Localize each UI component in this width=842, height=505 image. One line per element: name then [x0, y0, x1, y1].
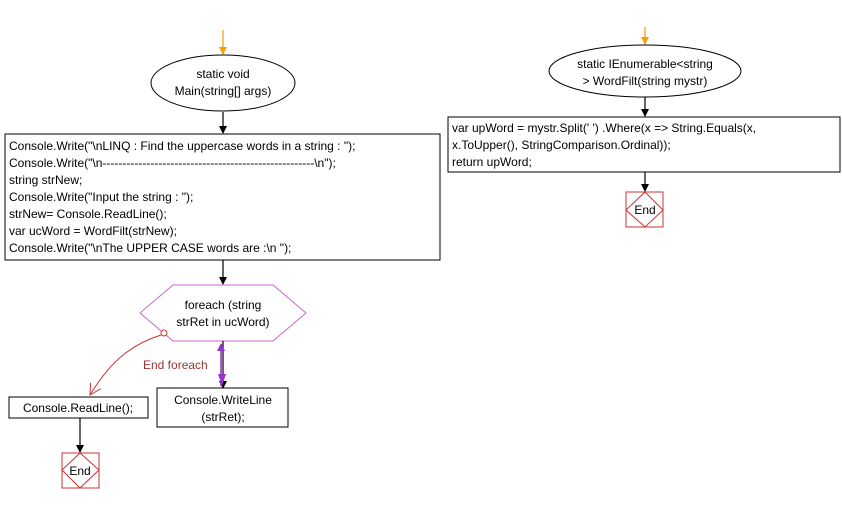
wordfilt-end-box [625, 191, 664, 228]
main-entry-label-line-1: static void [196, 67, 249, 81]
wordfilt-code-box [447, 116, 841, 173]
loop-body-line-2: (strRet); [201, 410, 244, 424]
end-foreach-arrow [90, 334, 162, 395]
main-code-box [4, 133, 441, 261]
main-code-line: var ucWord = WordFilt(strNew); [9, 224, 177, 238]
main-code-line: Console.Write("\nLINQ : Find the upperca… [9, 139, 355, 153]
readline-label: Console.ReadLine(); [23, 401, 133, 415]
main-entry-label-line-2: Main(string[] args) [175, 84, 272, 98]
foreach-label-line-2: strRet in ucWord) [176, 315, 269, 329]
wordfilt-code-line: var upWord = mystr.Split(' ') .Where(x =… [452, 121, 756, 135]
loop-body-box [156, 387, 289, 428]
main-entry-ellipse [150, 54, 296, 112]
main-code-line: Console.Write("\nThe UPPER CASE words ar… [9, 241, 291, 255]
main-code-line: Console.Write("Input the string : "); [9, 190, 193, 204]
wordfilt-code-line: x.ToUpper(), StringComparison.Ordinal)); [452, 138, 671, 152]
main-end-box [61, 452, 100, 489]
wordfilt-entry-ellipse [548, 44, 742, 98]
main-code-line: string strNew; [9, 173, 82, 187]
main-code-line: Console.Write("\n-----------------------… [9, 156, 336, 170]
foreach-hexagon [139, 284, 307, 342]
end-foreach-label: End foreach [143, 358, 208, 372]
wordfilt-end-label: End [634, 203, 655, 217]
readline-box [8, 396, 149, 419]
wordfilt-code-line: return upWord; [452, 155, 532, 169]
main-end-label: End [69, 464, 90, 478]
loop-back-tip [218, 374, 226, 386]
foreach-label-line-1: foreach (string [185, 298, 262, 312]
main-code-line: strNew= Console.ReadLine(); [9, 207, 167, 221]
wordfilt-entry-label-line-1: static IEnumerable<string [577, 57, 713, 71]
wordfilt-entry-label-line-2: > WordFilt(string mystr) [583, 74, 708, 88]
loop-body-line-1: Console.WriteLine [174, 393, 272, 407]
end-foreach-connector-dot [160, 329, 168, 337]
